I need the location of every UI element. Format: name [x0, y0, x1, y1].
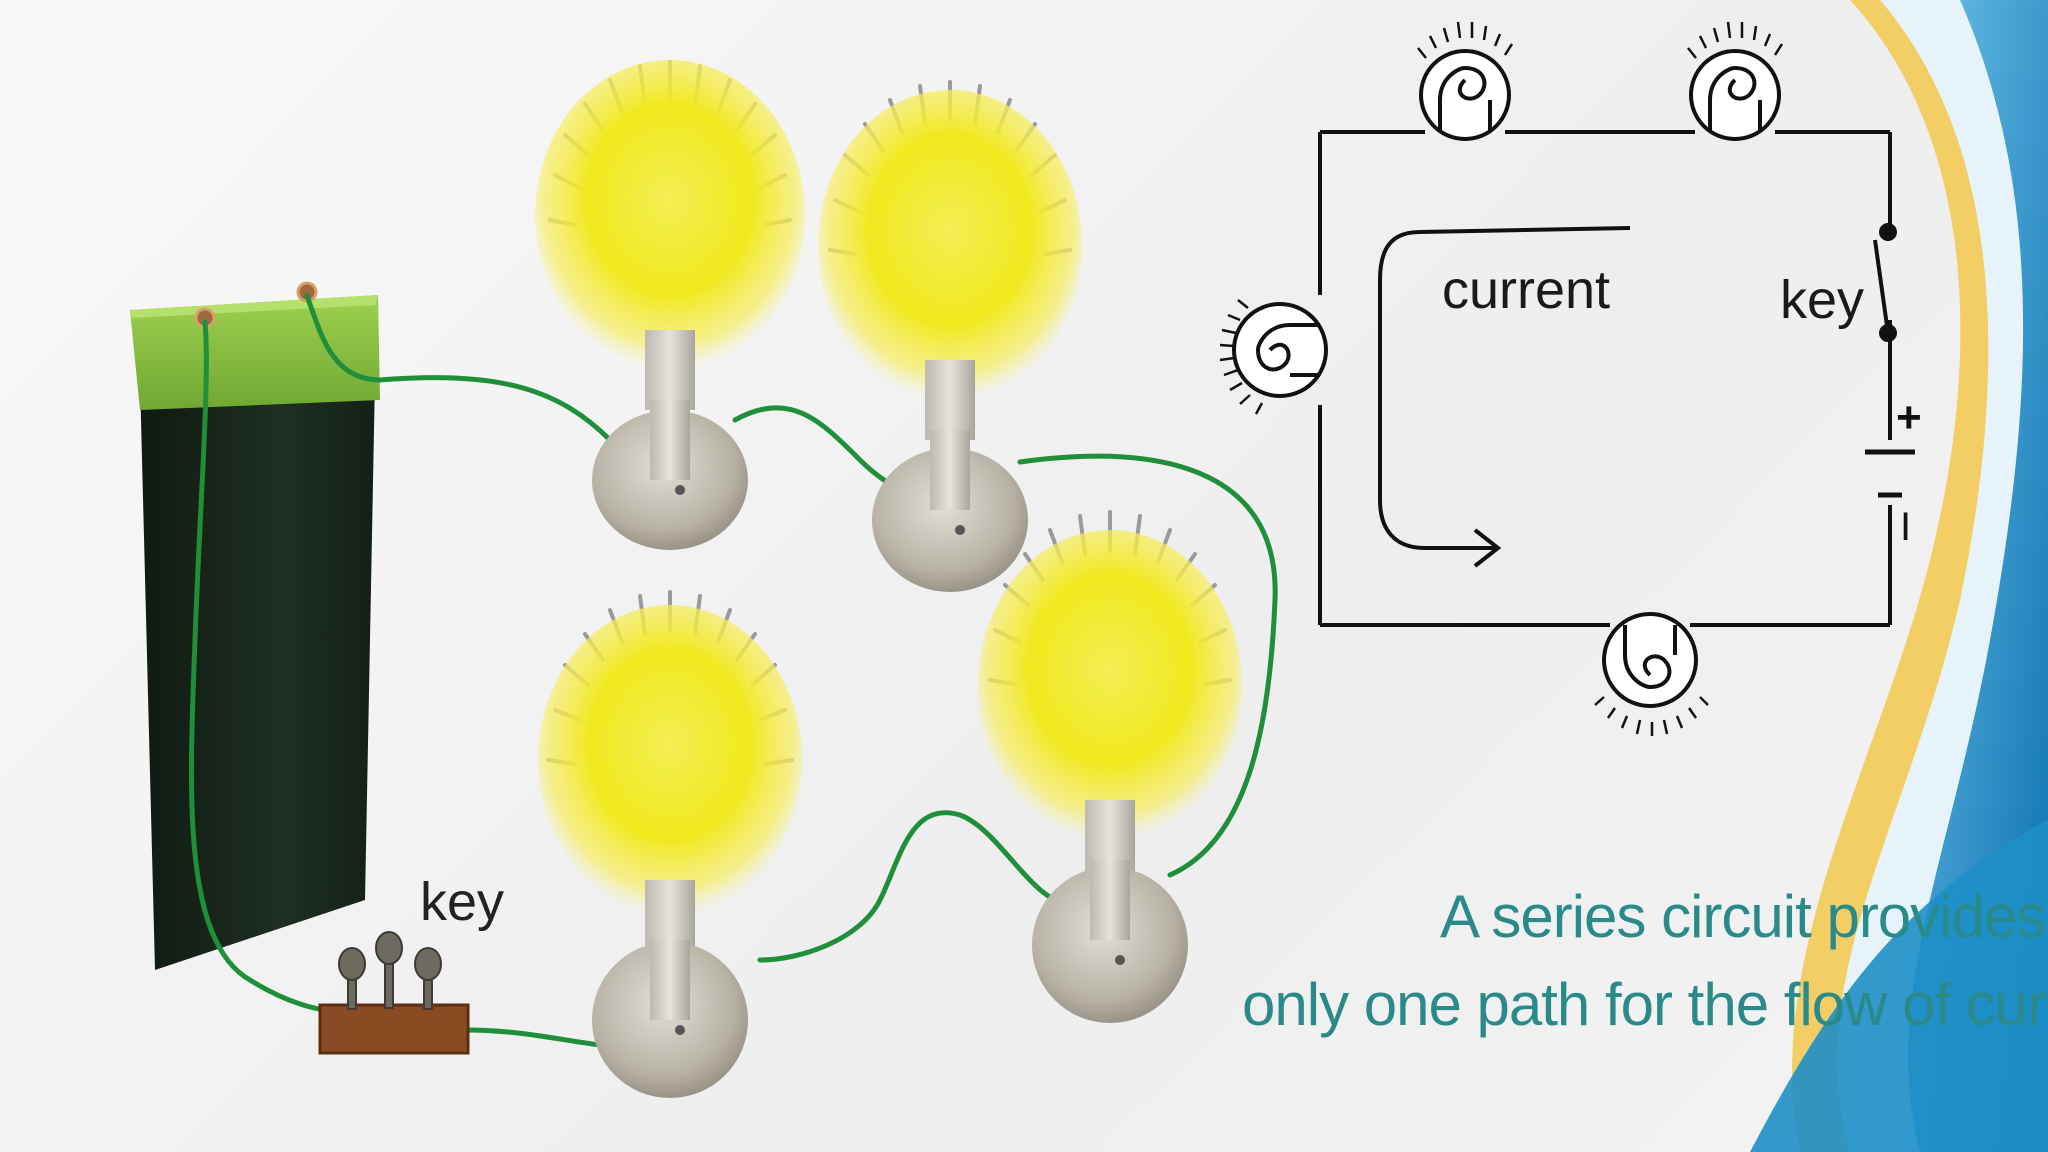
wires [188, 293, 1278, 1048]
bulb-3 [538, 590, 802, 1098]
schematic-bulb-bottom [1594, 612, 1709, 736]
circuit-illustration: key [130, 60, 1278, 1098]
bulb-2 [818, 80, 1082, 592]
caption-line-2: only one path for the flow of current. [1242, 971, 2048, 1038]
decorative-swoosh [1750, 0, 2048, 1152]
schematic-key-label: key [1780, 270, 1864, 330]
bulb-1 [535, 60, 805, 550]
schematic-bulb-top-left [1417, 21, 1514, 141]
key-switch [318, 931, 470, 1055]
schematic-minus-sign: I [1900, 505, 1911, 549]
bulb-4 [978, 510, 1242, 1023]
caption-line-1: A series circuit provides [1440, 883, 2045, 950]
schematic-cell [1865, 449, 1915, 498]
schematic-bulb-left [1219, 299, 1328, 415]
schematic-bulb-top-right [1687, 21, 1784, 141]
circuit-schematic [1219, 21, 1915, 736]
schematic-plus-sign: + [1896, 393, 1922, 442]
schematic-current-label: current [1442, 260, 1610, 320]
current-arrow [1378, 226, 1631, 568]
battery [130, 281, 380, 970]
illustration-key-label: key [420, 872, 504, 932]
schematic-key-switch [1873, 220, 1897, 342]
